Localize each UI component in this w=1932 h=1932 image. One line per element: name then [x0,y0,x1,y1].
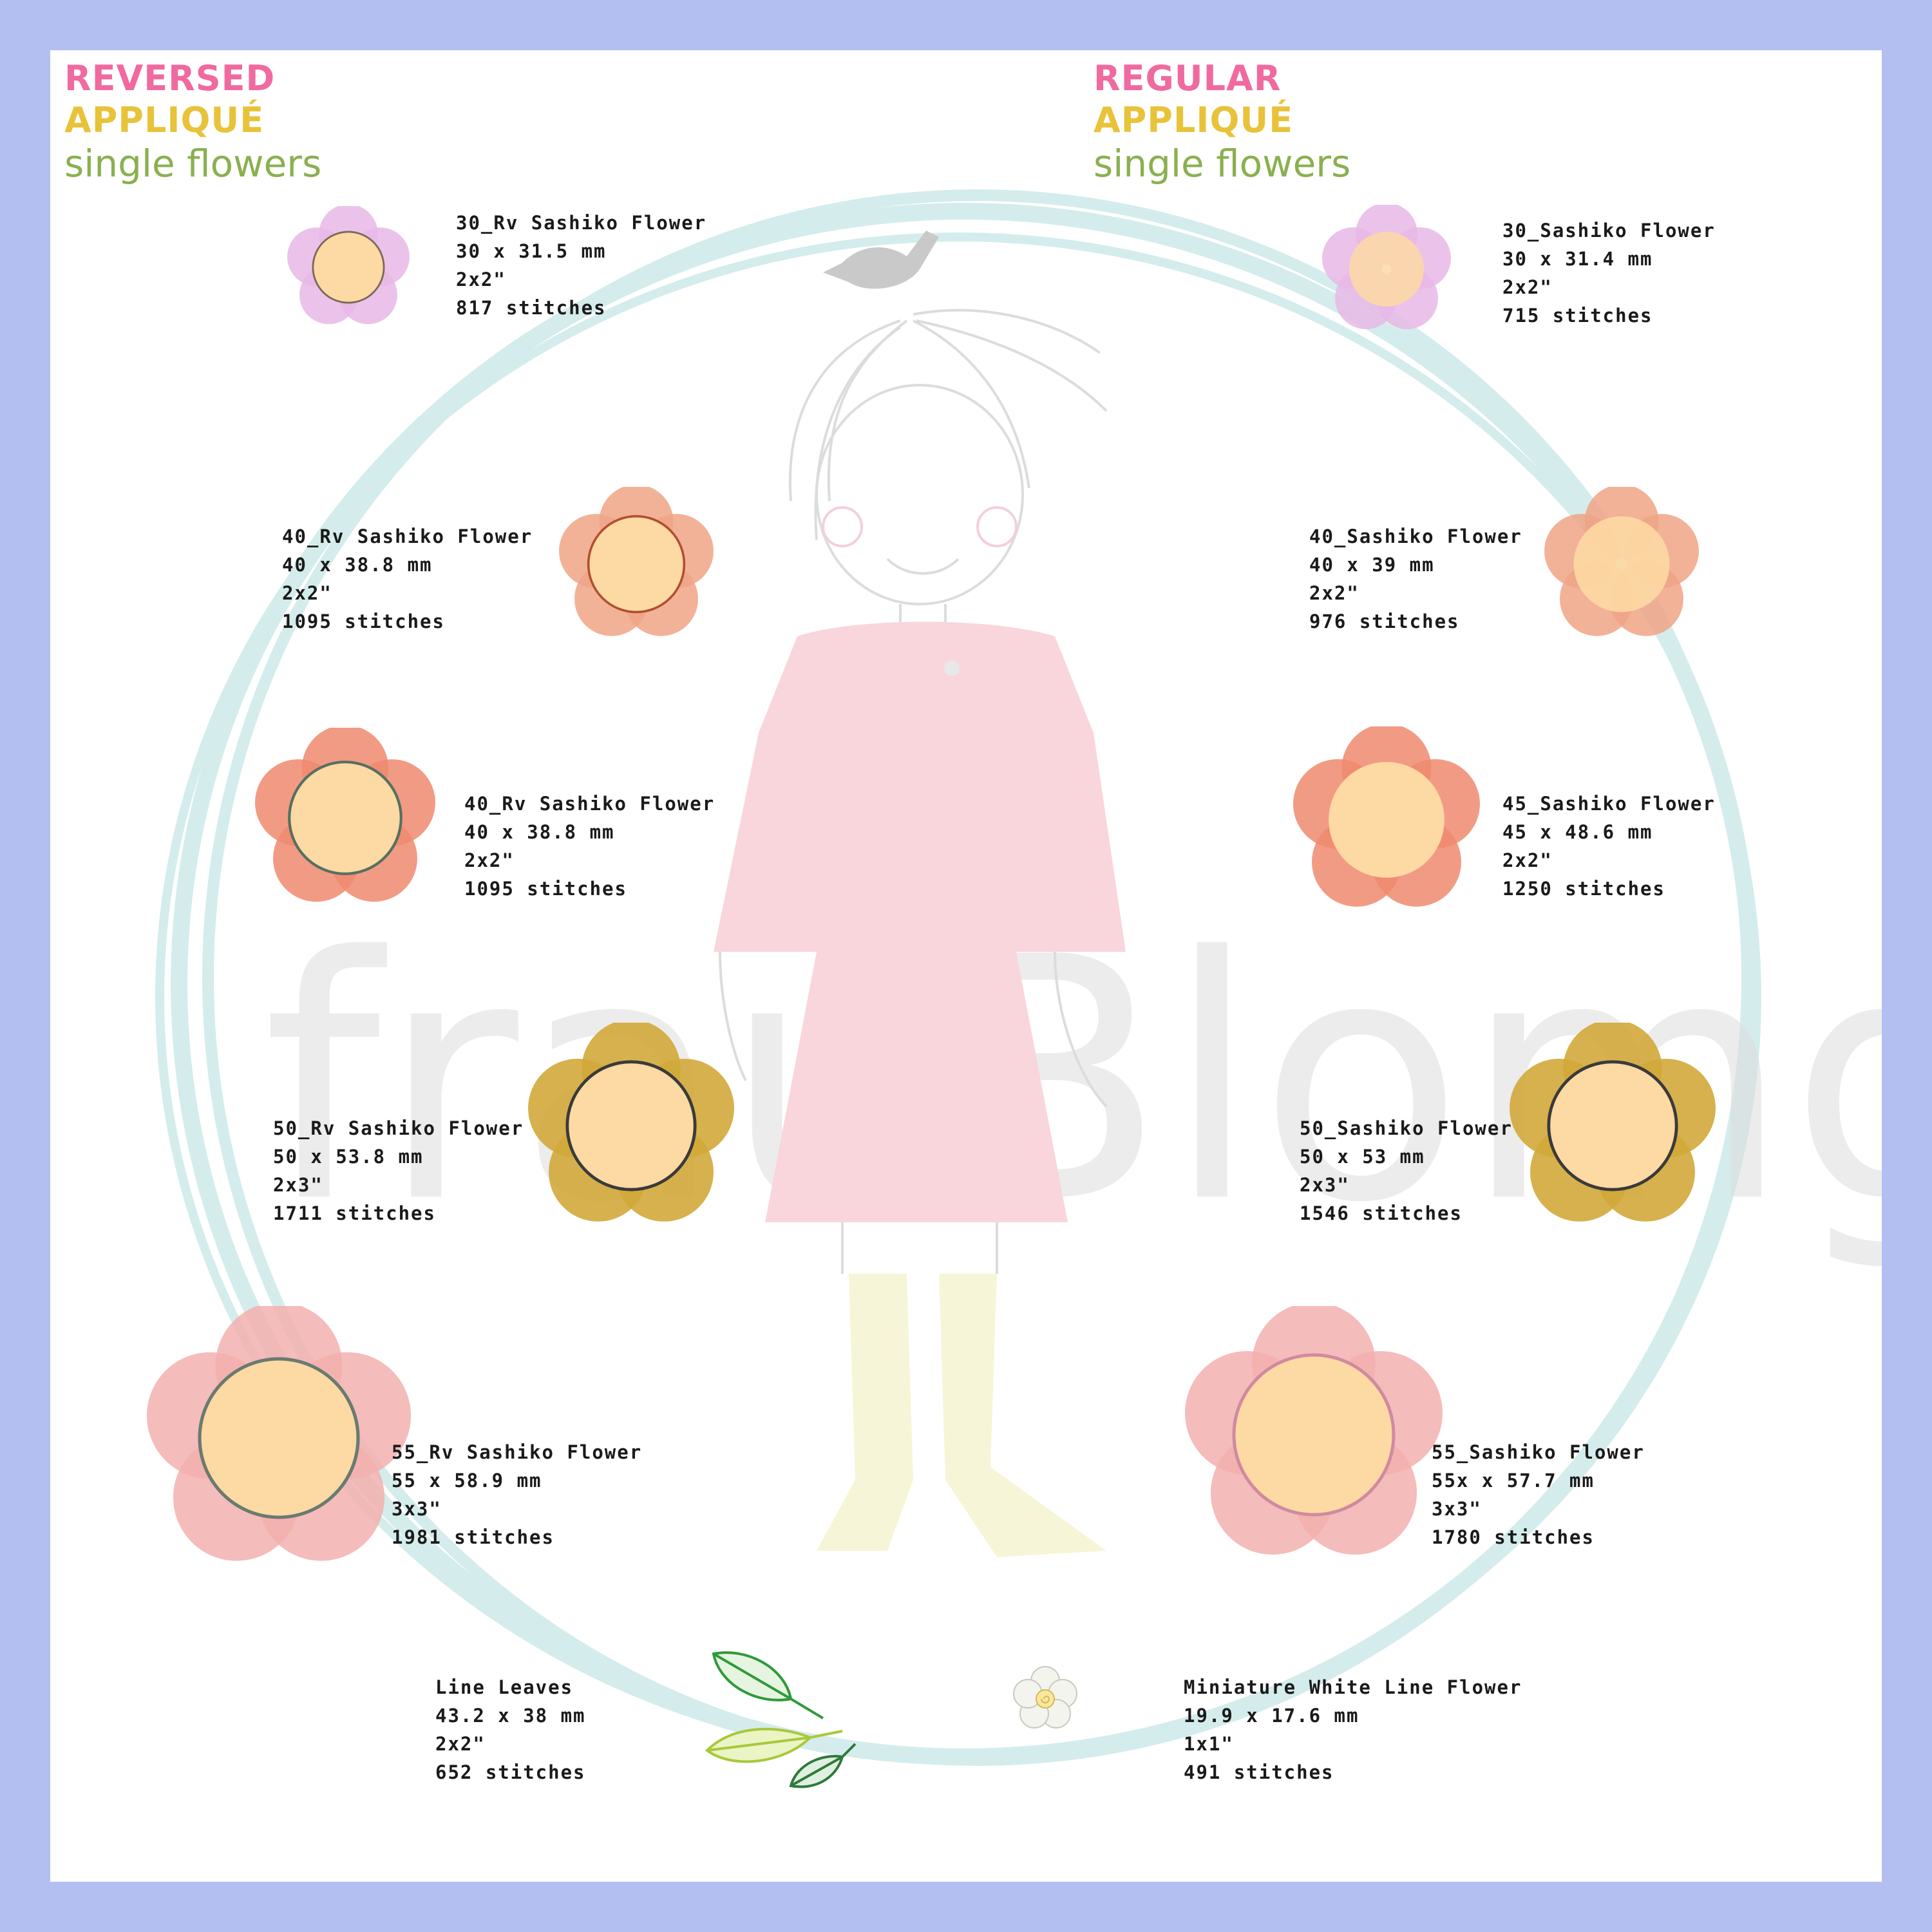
design-name: 30_Rv Sashiko Flower [456,212,707,234]
design-stitches: 491 stitches [1184,1761,1334,1783]
girl-illustration [714,231,1126,1557]
design-info-40-rv-a: 40_Rv Sashiko Flower 40 x 38.8 mm 2x2" 1… [282,522,533,636]
design-stitches: 652 stitches [435,1761,586,1783]
flower-icon-30-rv [287,206,410,325]
design-stitches: 1250 stitches [1502,878,1665,900]
design-size: 43.2 x 38 mm [435,1705,586,1727]
design-size: 30 x 31.5 mm [456,240,607,262]
design-size: 40 x 38.8 mm [282,554,433,576]
content-panel: frauBlomgren [50,50,1882,1882]
design-stitches: 1546 stitches [1300,1202,1463,1224]
design-hoop: 2x3" [273,1174,323,1196]
design-hoop: 3x3" [392,1498,442,1520]
heading-single-flowers: single flowers [1094,141,1351,185]
design-name: 30_Sashiko Flower [1502,220,1716,242]
design-hoop: 2x3" [1300,1174,1350,1196]
design-info-mini-white-flower: Miniature White Line Flower 19.9 x 17.6 … [1184,1673,1522,1786]
design-stitches: 715 stitches [1502,305,1653,327]
design-name: 50_Sashiko Flower [1300,1117,1513,1139]
design-name: 45_Sashiko Flower [1502,793,1716,815]
design-size: 40 x 38.8 mm [464,821,615,843]
design-info-40: 40_Sashiko Flower 40 x 39 mm 2x2" 976 st… [1309,522,1522,636]
flower-icon-55-rv [147,1306,411,1561]
design-info-55-rv: 55_Rv Sashiko Flower 55 x 58.9 mm 3x3" 1… [392,1438,642,1551]
right-heading: REGULAR APPLIQUÉ single flowers [1094,58,1350,186]
design-info-30-rv: 30_Rv Sashiko Flower 30 x 31.5 mm 2x2" 8… [456,209,706,322]
design-size: 19.9 x 17.6 mm [1184,1705,1359,1727]
design-name: Miniature White Line Flower [1184,1676,1522,1698]
design-name: 55_Sashiko Flower [1432,1441,1645,1463]
design-hoop: 2x2" [1502,276,1553,298]
flower-icon-40-rv-a [559,487,714,636]
design-stitches: 1981 stitches [392,1526,554,1548]
flower-icon-40-rv-b [255,728,435,902]
flower-icon-45 [1293,726,1480,907]
design-size: 40 x 39 mm [1309,554,1435,576]
design-info-50-rv: 50_Rv Sashiko Flower 50 x 53.8 mm 2x3" 1… [273,1114,524,1227]
flower-icon-40 [1544,487,1699,636]
design-stitches: 1780 stitches [1432,1526,1595,1548]
flower-icon-50-rv [528,1023,734,1222]
design-name: 40_Sashiko Flower [1309,526,1522,547]
design-name: Line Leaves [435,1676,574,1698]
design-stitches: 1711 stitches [273,1202,436,1224]
design-hoop: 2x2" [1502,849,1553,871]
design-name: 55_Rv Sashiko Flower [392,1441,643,1463]
design-stitches: 817 stitches [456,297,607,319]
mini-white-flower-icon [1013,1666,1077,1728]
design-size: 50 x 53.8 mm [273,1146,424,1168]
flower-icon-50 [1510,1023,1716,1222]
heading-single-flowers: single flowers [64,141,322,185]
flower-icon-30 [1322,205,1451,329]
design-stitches: 1095 stitches [282,611,445,632]
design-hoop: 2x2" [456,269,506,290]
design-name: 50_Rv Sashiko Flower [273,1117,524,1139]
design-size: 55 x 58.9 mm [392,1470,542,1492]
design-name: 40_Rv Sashiko Flower [464,793,715,815]
design-hoop: 2x2" [1309,582,1359,604]
design-info-45: 45_Sashiko Flower 45 x 48.6 mm 2x2" 1250… [1502,790,1716,903]
leaves-icon [705,1651,857,1788]
heading-applique: APPLIQUÉ [64,99,265,140]
design-info-50: 50_Sashiko Flower 50 x 53 mm 2x3" 1546 s… [1300,1114,1513,1227]
design-info-30: 30_Sashiko Flower 30 x 31.4 mm 2x2" 715 … [1502,216,1716,330]
design-size: 55x x 57.7 mm [1432,1470,1595,1492]
heading-reversed: REVERSED [64,58,276,99]
design-info-55: 55_Sashiko Flower 55x x 57.7 mm 3x3" 178… [1432,1438,1645,1551]
design-info-line-leaves: Line Leaves 43.2 x 38 mm 2x2" 652 stitch… [435,1673,586,1786]
left-heading: REVERSED APPLIQUÉ single flowers [64,58,321,186]
hoop-rings [155,189,1761,1766]
design-hoop: 2x2" [464,849,515,871]
heading-regular: REGULAR [1094,58,1282,99]
design-size: 45 x 48.6 mm [1502,821,1653,843]
design-hoop: 2x2" [282,582,332,604]
design-size: 30 x 31.4 mm [1502,248,1653,270]
design-hoop: 3x3" [1432,1498,1482,1520]
design-stitches: 1095 stitches [464,878,627,900]
design-hoop: 1x1" [1184,1733,1234,1755]
design-size: 50 x 53 mm [1300,1146,1425,1168]
flower-icon-55 [1185,1306,1443,1555]
design-info-40-rv-b: 40_Rv Sashiko Flower 40 x 38.8 mm 2x2" 1… [464,790,715,903]
design-name: 40_Rv Sashiko Flower [282,526,533,547]
design-hoop: 2x2" [435,1733,486,1755]
design-stitches: 976 stitches [1309,611,1460,632]
heading-applique: APPLIQUÉ [1094,99,1294,140]
